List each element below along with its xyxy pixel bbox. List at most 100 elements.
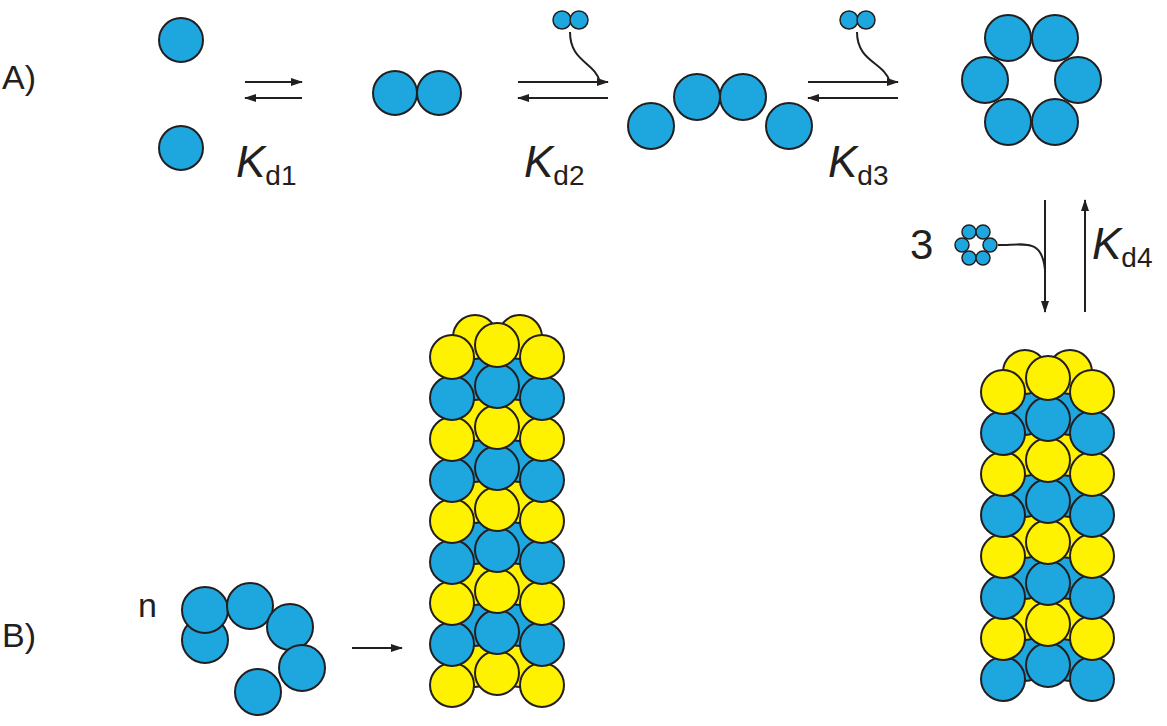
constant-label: Kd2 (524, 140, 585, 190)
subunit-circle (159, 126, 203, 170)
subunit-circle (1026, 356, 1070, 400)
subunit-circle (981, 493, 1025, 537)
subunit-circle (628, 103, 674, 149)
short-stack (981, 350, 1114, 701)
subunit-circle (235, 669, 281, 715)
subunit-circle (553, 11, 571, 29)
subunit-circle (430, 417, 474, 461)
subunit-circle (520, 335, 564, 379)
tetramer (628, 74, 812, 149)
subunit-circle (430, 458, 474, 502)
constant-label: Kd4 (1092, 222, 1153, 272)
small-dimer (553, 11, 588, 29)
subunit-circle (430, 581, 474, 625)
subunit-circle (1070, 657, 1114, 701)
subunit-circle (520, 622, 564, 666)
subunit-circle (520, 499, 564, 543)
subunit-circle (981, 411, 1025, 455)
subunit-circle (962, 251, 976, 265)
subunit-circle (857, 11, 875, 29)
subunit-circle (983, 238, 997, 252)
subunit-circle (520, 581, 564, 625)
subunit-circle (981, 370, 1025, 414)
subunit-circle (1070, 452, 1114, 496)
equilibrium-arrow (352, 647, 402, 649)
panel-label: B) (2, 618, 36, 652)
subunit-circle (430, 335, 474, 379)
subunit-circle (962, 57, 1008, 103)
small-hexamer (955, 225, 997, 265)
subunit-circle (475, 446, 519, 490)
subunit-circle (475, 487, 519, 531)
subunit-circle (1070, 493, 1114, 537)
subunit-circle (1026, 602, 1070, 646)
equilibrium-arrow (1044, 200, 1046, 312)
panel-label: n (138, 588, 157, 622)
subunit-circle (227, 583, 273, 629)
equilibrium-arrow (808, 81, 898, 83)
subunit-circle (475, 528, 519, 572)
subunit-circle (1055, 57, 1101, 103)
constant-label: Kd3 (828, 140, 889, 190)
feed-line (857, 32, 890, 82)
subunit-circle (1026, 479, 1070, 523)
subunit-circle (981, 452, 1025, 496)
subunit-circle (520, 663, 564, 707)
subunit-circle (766, 103, 812, 149)
subunit-circle (373, 71, 417, 115)
subunit-circle (475, 323, 519, 367)
subunit-circle (430, 663, 474, 707)
subunit-circle (985, 99, 1031, 145)
subunit-circle (1070, 370, 1114, 414)
feed-line (570, 32, 600, 82)
subunit-circle (962, 225, 976, 239)
subunit-circle (840, 11, 858, 29)
subunit-circle (1026, 397, 1070, 441)
subunit-circle (1032, 99, 1078, 145)
feed-line (998, 244, 1045, 270)
subunit-circle (430, 499, 474, 543)
subunit-circle (976, 225, 990, 239)
subunit-circle (981, 575, 1025, 619)
subunit-circle (674, 74, 720, 120)
subunit-circle (955, 238, 969, 252)
subunit-circle (430, 376, 474, 420)
monomer (159, 18, 203, 170)
subunit-circle (182, 587, 228, 633)
subunit-circle (1026, 520, 1070, 564)
subunit-circle (981, 534, 1025, 578)
equilibrium-arrow (1084, 200, 1086, 312)
subunit-circle (981, 657, 1025, 701)
panel-label: 3 (910, 224, 933, 266)
subunit-circle (1026, 561, 1070, 605)
subunit-circle (417, 71, 461, 115)
subunit-circle (520, 417, 564, 461)
panel-label: A) (2, 60, 36, 94)
subunit-circle (985, 15, 1031, 61)
subunit-circle (279, 645, 325, 691)
subunit-circle (981, 616, 1025, 660)
subunit-circle (976, 251, 990, 265)
equilibrium-arrow (245, 81, 302, 83)
subunit-circle (1070, 534, 1114, 578)
subunit-circle (475, 405, 519, 449)
subunit-circle (1026, 438, 1070, 482)
equilibrium-arrow (808, 97, 898, 99)
open-ring (182, 583, 325, 715)
subunit-circle (475, 610, 519, 654)
small-dimer (840, 11, 875, 29)
subunit-circle (430, 540, 474, 584)
subunit-circle (1032, 15, 1078, 61)
long-stack (430, 315, 564, 707)
equilibrium-arrow (518, 81, 608, 83)
subunit-circle (1070, 411, 1114, 455)
subunit-circle (520, 458, 564, 502)
subunit-circle (1070, 616, 1114, 660)
subunit-circle (475, 569, 519, 613)
subunit-circle (159, 18, 203, 62)
subunit-circle (475, 364, 519, 408)
dimer (373, 71, 461, 115)
subunit-circle (267, 604, 313, 650)
subunit-circle (520, 540, 564, 584)
